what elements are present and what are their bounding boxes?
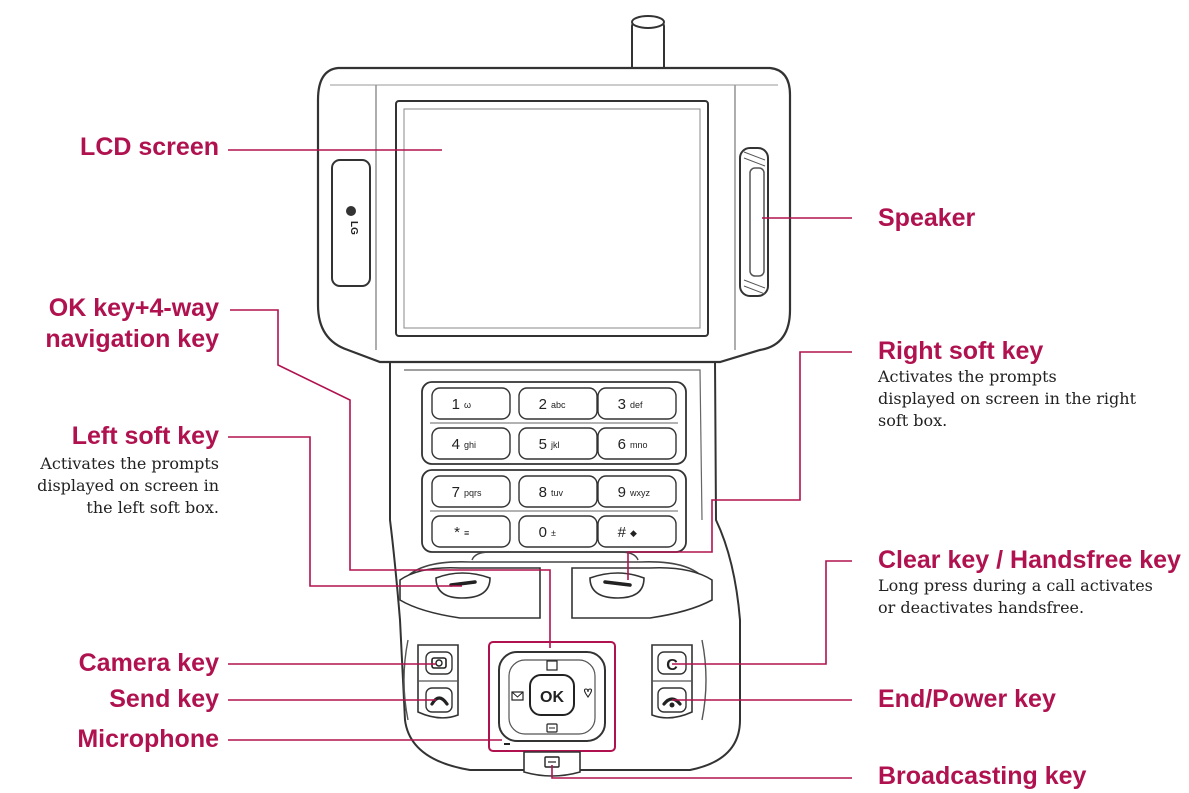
label-microphone: Microphone: [77, 725, 219, 753]
keypad-key-letters: def: [630, 400, 643, 410]
nav-left-message-icon: [511, 691, 524, 701]
label-ok-key-line1: OK key+4-way: [48, 294, 219, 322]
leader-broadcasting-key: [551, 765, 852, 779]
label-send-key: Send key: [109, 685, 219, 713]
keypad-key-number: 6: [618, 436, 626, 453]
keypad-key-6[interactable]: 6 mno: [597, 427, 677, 460]
desc-clear-line: Long press during a call activates: [878, 576, 1153, 595]
camera-key[interactable]: [425, 651, 453, 675]
clear-key[interactable]: C: [657, 651, 687, 675]
keypad-key-letters: mno: [630, 440, 648, 450]
leader-lines: [228, 149, 852, 779]
keypad-key-outline: [431, 427, 511, 460]
label-lcd-screen: LCD screen: [80, 133, 219, 161]
label-right-soft-key: Right soft key: [878, 337, 1044, 365]
keypad-key-outline: [597, 475, 677, 508]
keypad-key-10[interactable]: *≡: [431, 515, 511, 548]
leader-right-soft-key: [627, 351, 852, 580]
keypad-key-outline: [518, 475, 598, 508]
desc-clear-key: Long press during a call activates or de…: [878, 575, 1153, 619]
label-end-power-key: End/Power key: [878, 685, 1056, 713]
keypad-key-letters: ω: [464, 400, 471, 410]
nav-right-heart-icon: [583, 688, 593, 698]
label-clear-key: Clear key / Handsfree key: [878, 546, 1181, 574]
lcd-screen: [395, 100, 709, 337]
keypad-key-2[interactable]: 2 abc: [518, 387, 598, 420]
right-soft-key[interactable]: [589, 572, 645, 599]
keypad-key-outline: [431, 475, 511, 508]
keypad-key-letters: ◆: [630, 528, 637, 538]
desc-left-soft-line: the left soft box.: [86, 498, 219, 517]
brand-logo-text: LG: [348, 221, 359, 235]
keypad-key-letters: ghi: [464, 440, 476, 450]
label-speaker: Speaker: [878, 204, 976, 232]
keypad-key-outline: [597, 427, 677, 460]
desc-right-soft-line: Activates the prompts: [878, 367, 1057, 386]
leader-left-soft-key: [228, 436, 462, 587]
keypad-key-number: 5: [539, 436, 547, 453]
keypad-key-number: 1: [452, 396, 460, 413]
nav-up-icon: [546, 660, 558, 671]
label-broadcasting-key: Broadcasting key: [878, 762, 1087, 790]
keypad-key-12[interactable]: #◆: [597, 515, 677, 548]
desc-clear-line: or deactivates handsfree.: [878, 598, 1085, 617]
keypad-key-number: *: [454, 524, 460, 541]
keypad-key-number: #: [618, 524, 627, 541]
leader-ok-key: [230, 309, 551, 648]
keypad-key-outline: [431, 515, 511, 548]
keypad-key-outline: [518, 387, 598, 420]
keypad-key-number: 4: [452, 436, 460, 453]
keypad-key-outline: [597, 515, 677, 548]
keypad-key-letters: wxyz: [629, 488, 650, 498]
keypad-key-11[interactable]: 0±: [518, 515, 598, 548]
keypad-key-letters: ≡: [464, 528, 469, 538]
keypad-key-letters: tuv: [551, 488, 564, 498]
keypad-key-letters: jkl: [550, 440, 560, 450]
keypad-key-8[interactable]: 8 tuv: [518, 475, 598, 508]
keypad-key-outline: [431, 387, 511, 420]
keypad-key-7[interactable]: 7 pqrs: [431, 475, 511, 508]
keypad-key-number: 2: [539, 396, 547, 413]
speaker-grille: [739, 147, 769, 297]
keypad-key-3[interactable]: 3 def: [597, 387, 677, 420]
keypad-key-outline: [518, 427, 598, 460]
nav-down-icon: [546, 723, 558, 733]
keypad-key-number: 3: [618, 396, 626, 413]
keypad-key-number: 8: [539, 484, 547, 501]
desc-right-soft-key: Activates the prompts displayed on scree…: [878, 366, 1136, 432]
ok-key[interactable]: OK: [529, 674, 575, 716]
brand-plate: LG: [331, 159, 371, 287]
keypad-key-4[interactable]: 4 ghi: [431, 427, 511, 460]
keypad-key-number: 7: [452, 484, 460, 501]
desc-right-soft-line: displayed on screen in the right: [878, 389, 1137, 408]
keypad-key-letters: abc: [551, 400, 566, 410]
label-camera-key: Camera key: [78, 649, 219, 677]
clear-key-glyph: C: [666, 657, 678, 674]
desc-left-soft-line: displayed on screen in: [37, 476, 219, 495]
keypad-key-letters: pqrs: [464, 488, 482, 498]
desc-left-soft-line: Activates the prompts: [40, 454, 219, 473]
antenna: [631, 15, 665, 75]
label-left-soft-key: Left soft key: [71, 422, 219, 450]
keypad-key-outline: [597, 387, 677, 420]
ok-key-label: OK: [540, 689, 564, 706]
label-ok-key-line2: navigation key: [45, 325, 219, 353]
keypad-key-number: 0: [539, 524, 547, 541]
keypad-key-outline: [518, 515, 598, 548]
desc-right-soft-line: soft box.: [878, 411, 948, 430]
keypad-key-letters: ±: [551, 528, 556, 538]
left-soft-key[interactable]: [435, 572, 491, 599]
desc-left-soft-key: Activates the prompts displayed on scree…: [37, 453, 219, 519]
leader-clear-key: [672, 560, 852, 665]
keypad-key-number: 9: [618, 484, 626, 501]
